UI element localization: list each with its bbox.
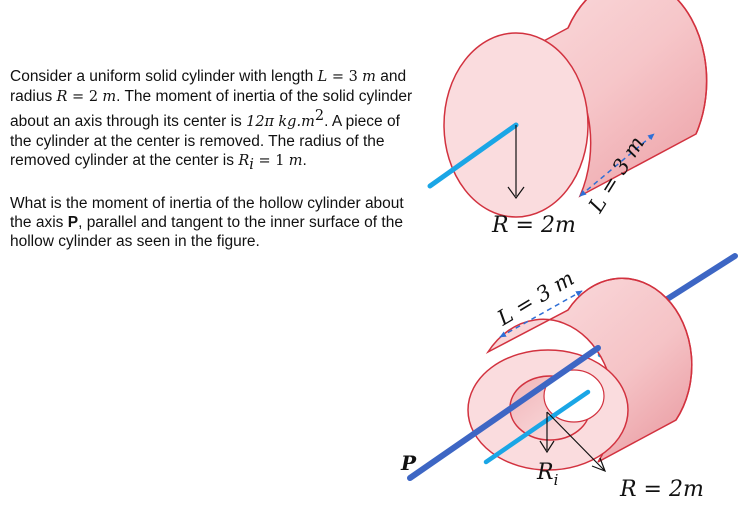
radius-arrow-head	[507, 186, 525, 200]
problem-paragraph-1: Consider a uniform solid cylinder with l…	[10, 67, 420, 175]
problem-paragraph-2: What is the moment of inertia of the hol…	[10, 194, 420, 251]
inner-radius-label-symbol: R	[536, 460, 554, 485]
inertia-value: 12π	[246, 114, 275, 131]
hollow-cylinder: L = 3 m P Ri R = 2m	[400, 253, 738, 502]
outer-radius-arrow-head	[591, 457, 607, 473]
bottom-length-dimension-arrow	[499, 290, 583, 338]
text-radius-intro: and radius	[10, 68, 407, 105]
length-dimension-arrow	[579, 133, 655, 197]
question-text: What is the moment of inertia of the hol…	[10, 195, 404, 232]
inner-radius-symbol: R	[238, 153, 250, 170]
text-removed: . A piece of the cylinder at the center …	[10, 113, 400, 170]
inner-radius-label: Ri	[536, 460, 559, 489]
inner-radius-label-subscript: i	[554, 471, 559, 489]
text-intro: Consider a uniform solid cylinder with l…	[10, 68, 318, 85]
outer-radius-arrow-line	[546, 411, 605, 471]
inertia-unit: kg.m	[278, 114, 315, 131]
axis-p-label: P	[400, 451, 417, 475]
p-axis-front	[407, 345, 601, 481]
question-text-end: , parallel and tangent to the inner surf…	[10, 214, 403, 251]
equals-sign: =	[327, 69, 349, 85]
solid-cylinder: R = 2m L = 3 m	[427, 0, 708, 238]
inner-radius-value: 1	[275, 153, 285, 170]
length-unit: m	[362, 69, 376, 85]
inner-radius-subscript: i	[249, 157, 254, 174]
top-radius-label: R = 2m	[491, 213, 576, 238]
text-inertia-intro: . The moment of inertia of the solid cyl…	[10, 88, 413, 131]
length-value: 3	[348, 69, 358, 85]
hollow-back-edge	[567, 277, 693, 421]
inertia-exponent: 2	[314, 108, 325, 124]
center-axis-front	[427, 122, 519, 189]
text-end: .	[302, 152, 307, 170]
center-axis-front-2	[483, 389, 591, 465]
problem-statement: Consider a uniform solid cylinder with l…	[10, 67, 420, 251]
length-symbol: L	[317, 69, 328, 85]
hollow-inner-far-rim	[543, 369, 605, 423]
bottom-radius-label: R = 2m	[619, 477, 704, 502]
axis-name: P	[67, 214, 79, 232]
inner-radius-unit: m	[288, 153, 303, 170]
radius-symbol: R	[56, 89, 68, 105]
radius-unit: m	[102, 89, 117, 105]
equals-sign: =	[253, 153, 276, 170]
equals-sign: =	[67, 89, 89, 105]
inner-radius-arrow-head	[539, 440, 555, 454]
cylinder-back-edge	[567, 0, 708, 135]
radius-value: 2	[88, 89, 99, 105]
